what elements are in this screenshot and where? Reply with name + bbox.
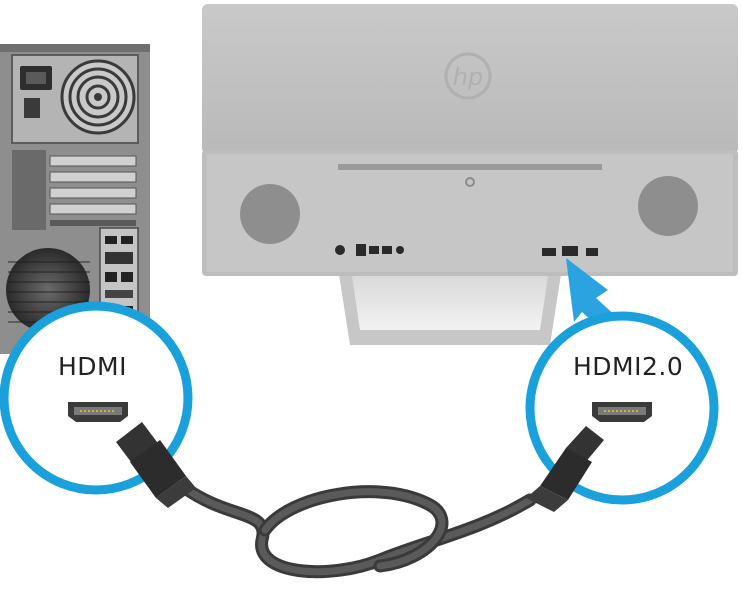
hdmi-label: HDMI — [58, 352, 127, 381]
right-speaker — [638, 176, 698, 236]
hdmi2-label: HDMI2.0 — [573, 352, 684, 381]
monitor-port-row — [335, 244, 598, 256]
expansion-slots — [12, 150, 137, 230]
vesa-slot — [338, 164, 602, 170]
monitor-back: hp — [202, 4, 738, 345]
left-hdmi-plug — [116, 422, 196, 508]
pc-tower — [0, 44, 150, 354]
power-jack-icon — [335, 245, 345, 255]
port-icon — [542, 248, 556, 256]
svg-text:hp: hp — [453, 63, 483, 91]
power-switch-icon — [24, 98, 40, 118]
right-hdmi-plug — [526, 426, 604, 512]
port-icon — [586, 248, 598, 256]
port-icon — [369, 246, 379, 254]
hdmi-2-0-port — [562, 246, 578, 256]
audio-jack-icon — [396, 246, 404, 254]
port-icon — [382, 246, 392, 254]
hdmi-port-icon — [68, 402, 128, 422]
lock-hole-icon — [465, 177, 475, 187]
port-icon — [356, 244, 366, 256]
left-speaker — [240, 184, 300, 244]
hdmi-port-icon — [592, 402, 652, 422]
monitor-stand — [338, 262, 562, 345]
hp-logo: hp — [444, 52, 492, 100]
hdmi-cable — [178, 481, 537, 579]
